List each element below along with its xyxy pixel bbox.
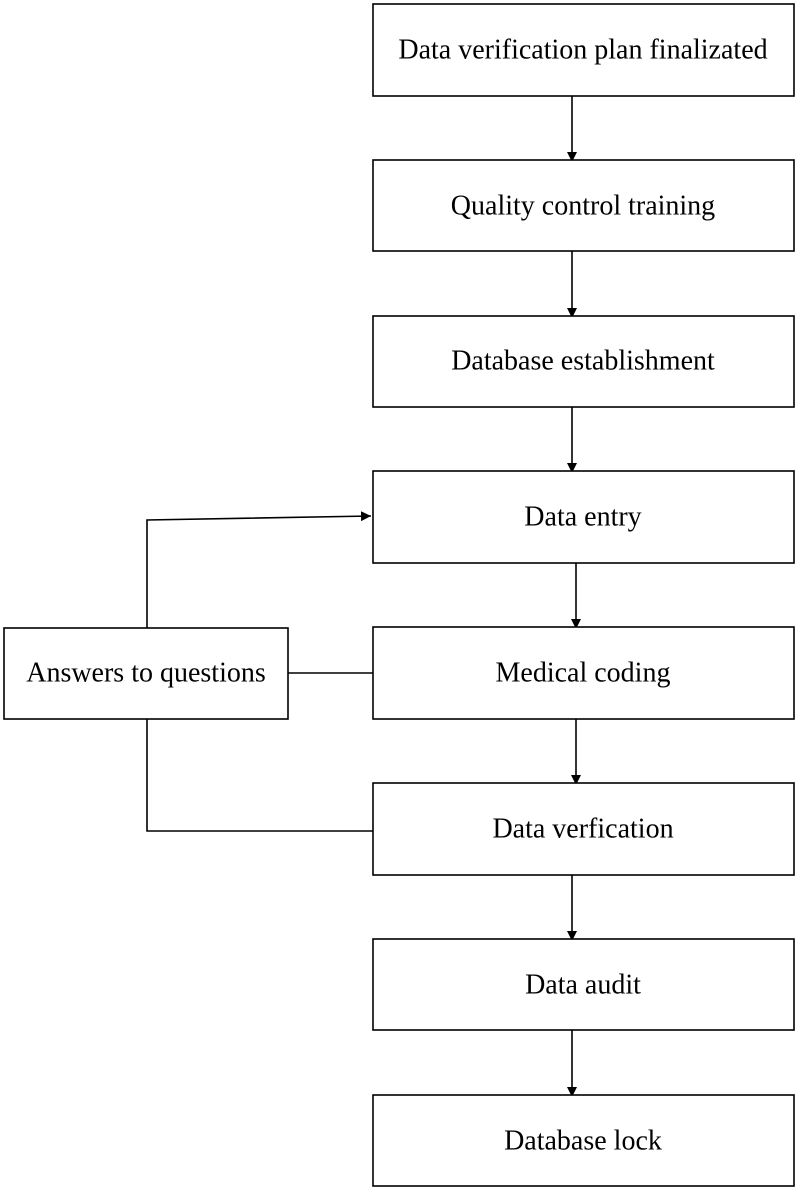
node-plan: Data verification plan finalizated: [372, 3, 795, 97]
node-audit: Data audit: [372, 938, 795, 1031]
node-coding-label: Medical coding: [496, 658, 671, 689]
node-lock: Database lock: [372, 1094, 795, 1187]
node-answers-label: Answers to questions: [26, 658, 266, 689]
node-verification: Data verfication: [372, 782, 795, 876]
nodes: Data verification plan finalizated Quali…: [3, 3, 795, 1187]
node-entry: Data entry: [372, 470, 795, 564]
node-training: Quality control training: [372, 159, 795, 252]
node-answers: Answers to questions: [3, 627, 289, 720]
node-audit-label: Data audit: [525, 970, 641, 1001]
edges: [146, 96, 581, 1097]
node-training-label: Quality control training: [451, 191, 715, 222]
node-verification-label: Data verfication: [492, 814, 673, 845]
node-database-label: Database establishment: [451, 346, 715, 377]
node-entry-label: Data entry: [524, 502, 641, 533]
line-verification-to-answers: [146, 719, 373, 832]
node-lock-label: Database lock: [504, 1126, 662, 1157]
node-coding: Medical coding: [372, 626, 795, 720]
arrow-answers-to-entry: [146, 511, 372, 628]
node-plan-label: Data verification plan finalizated: [398, 35, 767, 66]
node-database: Database establishment: [372, 315, 795, 408]
